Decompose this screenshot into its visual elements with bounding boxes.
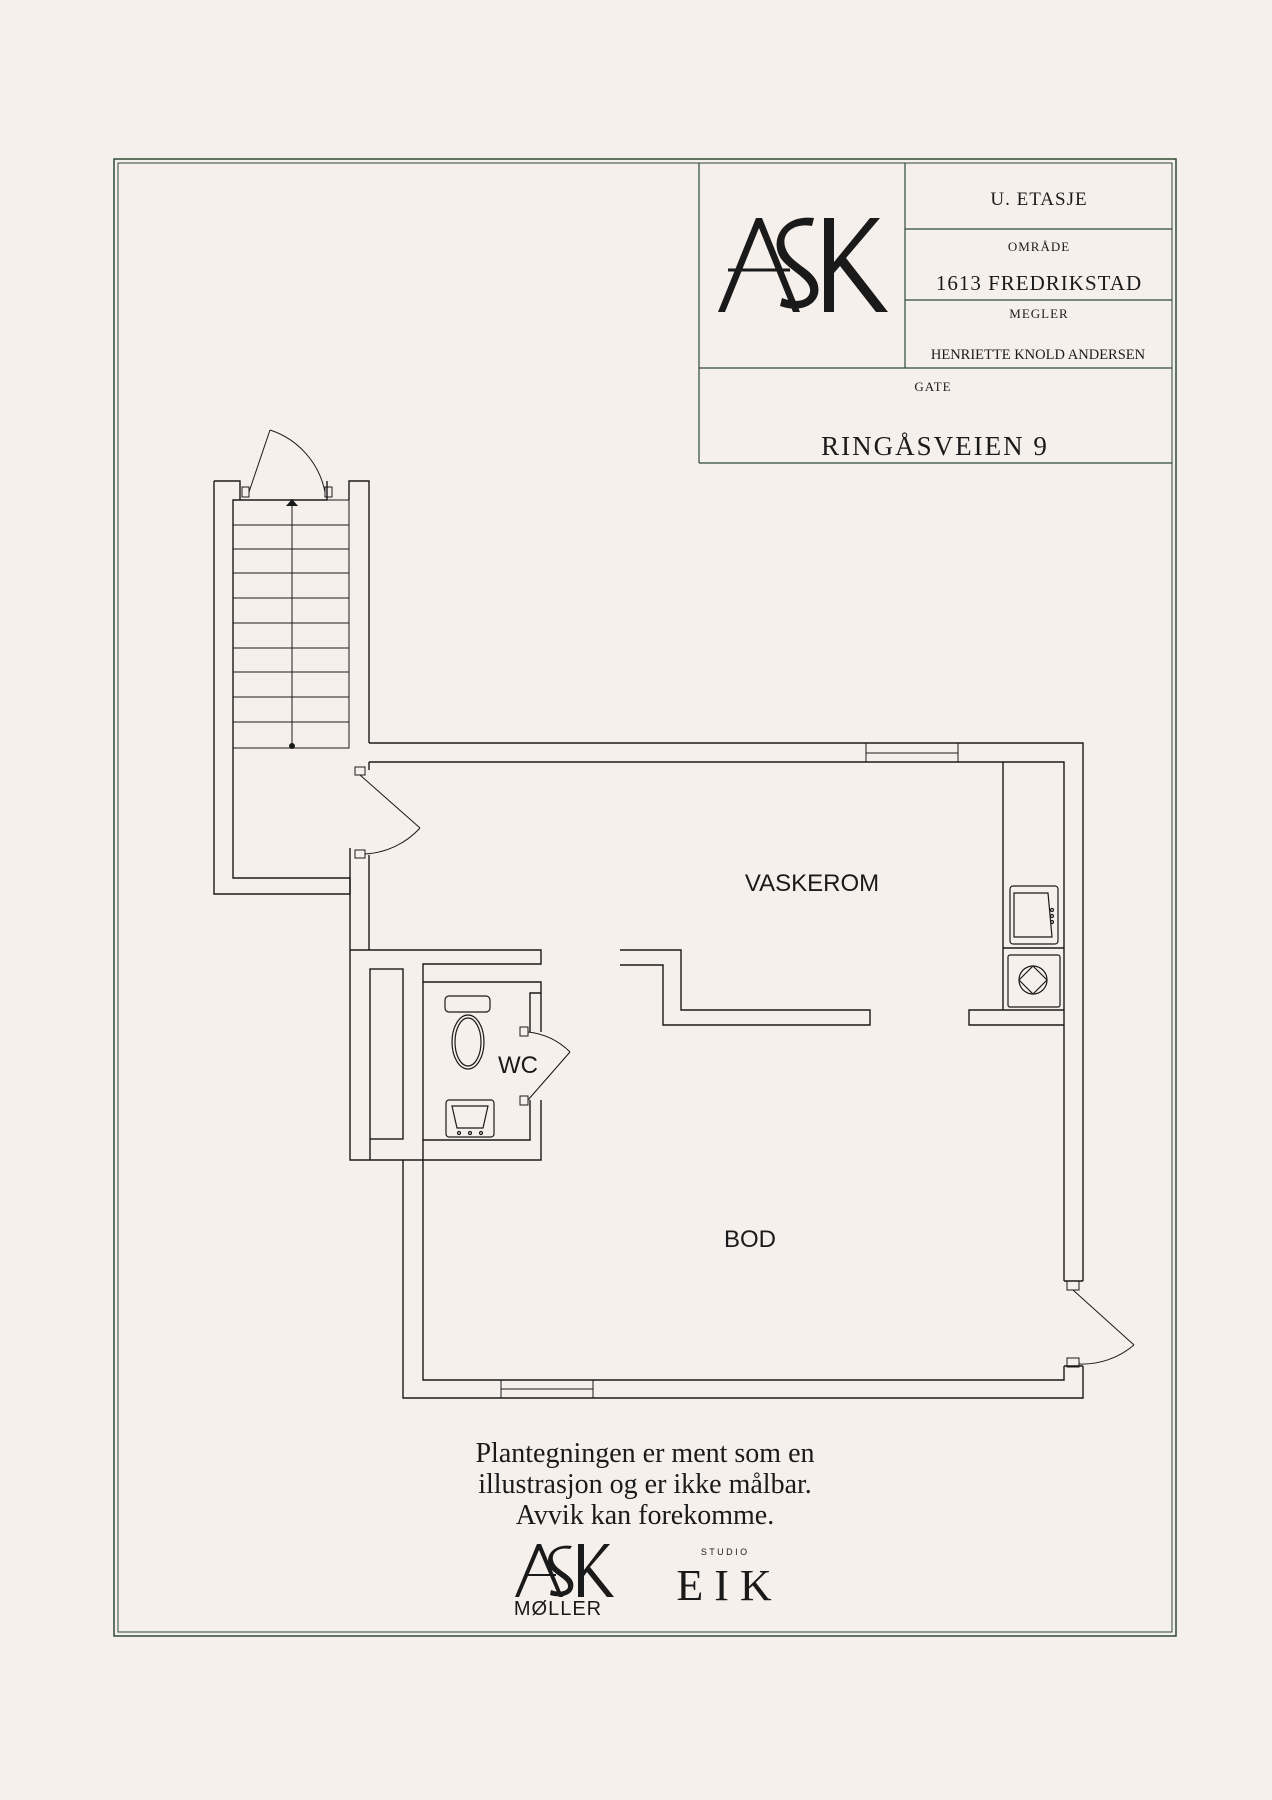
agent-label: MEGLER [1009, 306, 1068, 321]
main-walls [349, 742, 1084, 1399]
area-value: 1613 FREDRIKSTAD [936, 271, 1142, 295]
floor-plan [213, 429, 1135, 1399]
stair-start-dot [289, 743, 295, 749]
laundry-sink-icon [1009, 885, 1059, 945]
footer-ask-moller-logo: MØLLER [514, 1544, 614, 1620]
disclaimer-line-2: illustrasjon og er ikke målbar. [478, 1469, 812, 1500]
footer-studio-small: S T U D I O [701, 1547, 747, 1557]
wc-sink-icon [445, 1099, 495, 1138]
floor-label: U. ETASJE [990, 189, 1087, 210]
ask-logo [718, 217, 888, 312]
room-label-wc: WC [498, 1052, 538, 1079]
window-bottom [500, 1379, 594, 1399]
stair-door [354, 766, 421, 859]
laundry-counter [1002, 762, 1064, 1010]
sheet-frame [113, 158, 1177, 1637]
toilet-icon [444, 995, 491, 1070]
footer-ask-sub: MØLLER [514, 1598, 602, 1620]
disclaimer-line-3: Avvik kan forekomme. [516, 1500, 774, 1531]
logo-letter-k-icon [824, 218, 888, 312]
footer-studio-name: E I K [676, 1561, 772, 1610]
title-block [698, 163, 1172, 464]
interior-partition [620, 949, 1064, 1026]
street-label: GATE [914, 379, 951, 394]
washing-machine-icon [1007, 954, 1061, 1008]
wc-door [519, 1026, 571, 1106]
wc-walls [369, 949, 542, 1161]
bod-door [1066, 1280, 1135, 1368]
stair-arrow-icon [286, 499, 298, 506]
area-label: OMRÅDE [1008, 239, 1070, 254]
room-label-vaskerom: VASKEROM [745, 870, 879, 897]
window-top [865, 742, 959, 763]
stair-top-door [241, 429, 333, 498]
footer-studio-eik-logo: S T U D I O E I K [676, 1547, 772, 1610]
room-label-bod: BOD [724, 1226, 776, 1253]
staircase [232, 499, 350, 749]
disclaimer-line-1: Plantegningen er ment som en [475, 1438, 814, 1469]
logo-letter-s-icon [776, 217, 819, 309]
agent-value: HENRIETTE KNOLD ANDERSEN [931, 347, 1146, 363]
street-value: RINGÅSVEIEN 9 [821, 431, 1049, 461]
